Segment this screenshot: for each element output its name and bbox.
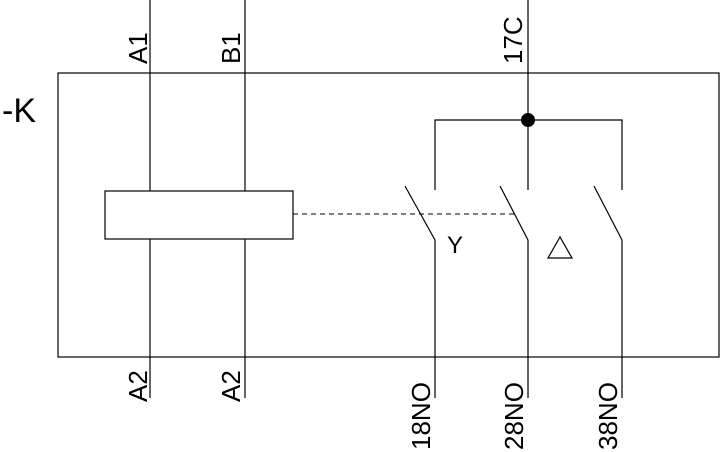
terminal-a1: A1 [123,32,153,64]
relay-coil [104,190,294,240]
contact-2-blade [499,185,529,241]
triangle-icon [546,235,574,259]
common-bus [434,119,623,190]
device-enclosure [57,72,720,358]
device-designation: -K [2,92,36,130]
contact-3-blade [593,185,623,241]
contact-1-blade [404,185,436,241]
terminal-a2-left: A2 [123,370,153,402]
terminal-a2-right: A2 [216,370,246,402]
star-symbol: Y [447,232,463,259]
terminal-no2: 28NO [499,382,529,450]
terminal-common: 17C [498,16,528,64]
terminal-no1: 18NO [406,382,436,450]
terminal-b1: B1 [216,32,246,64]
terminal-no3: 38NO [593,382,623,450]
